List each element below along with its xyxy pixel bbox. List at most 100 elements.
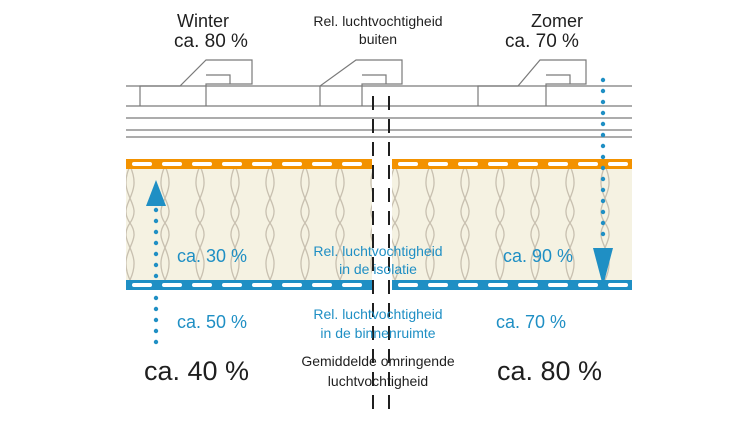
summer-outside-humidity: ca. 70 % <box>505 31 579 52</box>
membrane-dash <box>458 283 478 287</box>
insulation-fiber <box>425 166 435 280</box>
insulation-fiber <box>636 166 644 280</box>
membrane-dash <box>342 283 362 287</box>
membrane-dash <box>458 162 478 166</box>
insulation-fiber <box>460 166 470 280</box>
membrane-dash <box>608 162 628 166</box>
membrane-dash <box>578 283 598 287</box>
membrane-dash <box>222 162 242 166</box>
arrow-dot <box>600 110 606 116</box>
insulation-fiber <box>300 166 310 280</box>
arrow-dot <box>600 209 606 215</box>
ambient-humidity-label-line1: Gemiddelde omringende <box>301 353 455 369</box>
outside-humidity-label-line2: buiten <box>358 31 398 47</box>
membrane-dash <box>398 162 418 166</box>
membrane-dash <box>548 283 568 287</box>
indoor-humidity-label-line2: in de binnenruimte <box>320 325 436 341</box>
insulation-fiber <box>126 166 135 280</box>
arrow-dot <box>600 154 606 160</box>
winter-indoor-humidity: ca. 50 % <box>177 312 248 332</box>
insulation-fiber <box>265 166 275 280</box>
arrow-dot <box>600 132 606 138</box>
membrane-dash <box>312 283 332 287</box>
arrow-dot <box>153 229 159 235</box>
arrow-dot <box>600 121 606 127</box>
arrow-dot <box>153 328 159 334</box>
membrane-dash <box>488 283 508 287</box>
ambient-humidity-label-line2: luchtvochtigheid <box>327 373 429 389</box>
arrow-dot <box>153 262 159 268</box>
insulation-humidity-label-line2: in de isolatie <box>339 261 417 277</box>
insulation-fiber <box>370 203 372 274</box>
arrow-dot <box>600 77 606 83</box>
arrow-dot <box>600 220 606 226</box>
arrow-dot <box>153 317 159 323</box>
arrow-dot <box>600 231 606 237</box>
section-break-lines <box>372 96 390 412</box>
summer-indoor-humidity: ca. 70 % <box>496 312 567 332</box>
membrane-dash <box>282 283 302 287</box>
winter-outside-humidity: ca. 80 % <box>174 31 248 52</box>
insulation-fiber <box>335 166 345 280</box>
membrane-dash <box>342 162 362 166</box>
blue-membrane <box>126 280 632 290</box>
membrane-dash <box>608 283 628 287</box>
insulation-fiber <box>565 166 575 280</box>
summer-ambient-humidity: ca. 80 % <box>497 356 603 386</box>
arrow-dot <box>153 251 159 257</box>
arrow-dot <box>153 306 159 312</box>
arrow-dot <box>153 295 159 301</box>
orange-membrane <box>126 159 632 169</box>
insulation-fiber <box>370 172 372 243</box>
insulation-layer-right <box>392 166 632 280</box>
arrow-dot <box>153 273 159 279</box>
membrane-dash <box>282 162 302 166</box>
membrane-dash <box>578 162 598 166</box>
membrane-dash <box>252 283 272 287</box>
insulation-humidity-label-line1: Rel. luchtvochtigheid <box>313 243 443 259</box>
insulation-fiber <box>230 166 240 280</box>
arrow-dot <box>153 218 159 224</box>
indoor-humidity-label-line1: Rel. luchtvochtigheid <box>313 306 443 322</box>
arrow-dot <box>600 99 606 105</box>
membrane-dash <box>548 162 568 166</box>
membrane-dash <box>312 162 332 166</box>
membrane-dash <box>162 162 182 166</box>
arrow-dot <box>600 176 606 182</box>
arrow-dot <box>600 165 606 171</box>
arrow-dot <box>600 143 606 149</box>
winter-label: Winter <box>177 11 230 31</box>
membrane-dash <box>398 283 418 287</box>
membrane-dash <box>192 283 212 287</box>
membrane-dash <box>428 162 448 166</box>
membrane-dash <box>518 162 538 166</box>
winter-moisture-arrow <box>146 180 166 345</box>
insulation-fiber <box>392 166 400 280</box>
membrane-dash <box>192 162 212 166</box>
outside-humidity-label-line1: Rel. luchtvochtigheid <box>313 13 443 29</box>
arrow-dot <box>153 240 159 246</box>
insulation-fiber <box>495 166 505 280</box>
summer-moisture-arrow <box>593 77 613 286</box>
roof-tiles <box>126 59 632 138</box>
membrane-dash <box>132 162 152 166</box>
arrow-dot <box>153 207 159 213</box>
insulation-layer <box>126 166 372 280</box>
membrane-dash <box>488 162 508 166</box>
arrow-dot <box>153 284 159 290</box>
arrow-dot <box>153 339 159 345</box>
winter-insulation-humidity: ca. 30 % <box>177 246 248 266</box>
insulation-fiber <box>195 166 205 280</box>
membrane-dash <box>518 283 538 287</box>
winter-ambient-humidity: ca. 40 % <box>144 356 250 386</box>
membrane-dash <box>162 283 182 287</box>
membrane-dash <box>222 283 242 287</box>
membrane-dash <box>428 283 448 287</box>
summer-label: Zomer <box>531 11 584 31</box>
insulation-fiber <box>160 166 170 280</box>
summer-insulation-humidity: ca. 90 % <box>503 246 574 266</box>
arrow-dot <box>600 198 606 204</box>
insulation-fiber <box>636 166 644 280</box>
